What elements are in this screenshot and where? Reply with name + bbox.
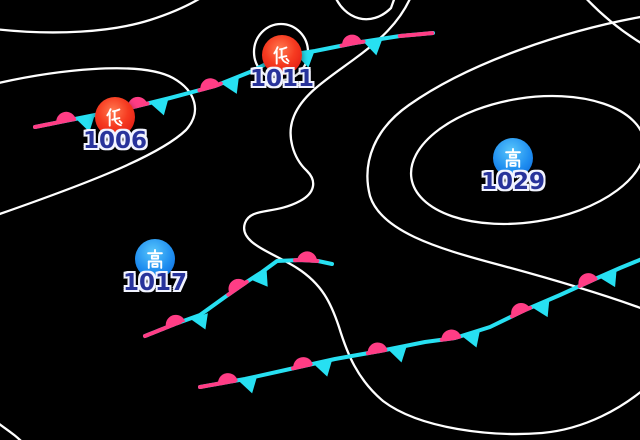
cold-front-triangle	[600, 270, 617, 288]
isobar	[366, 15, 640, 310]
cold-front-triangle	[191, 313, 208, 330]
warm-front-semicircle	[441, 329, 462, 341]
cold-front-triangle	[251, 270, 268, 287]
cold-front-triangle	[76, 116, 95, 132]
isobar	[0, 423, 22, 440]
warm-front-semicircle	[228, 278, 247, 295]
isobar	[335, 0, 396, 21]
cold-front-triangle	[222, 77, 239, 94]
warm-front-semicircle	[218, 373, 238, 385]
isobar	[0, 0, 200, 34]
isobar	[586, 0, 640, 44]
warm-front-semicircle	[200, 78, 221, 91]
cold-front-triangle	[532, 300, 550, 318]
warm-front-semicircle	[56, 111, 77, 124]
pressure-marker-high-1029	[493, 138, 533, 178]
isobar	[409, 94, 640, 226]
pressure-marker-low-1006	[95, 97, 135, 137]
warm-front-semicircle	[578, 273, 598, 288]
stationary-front-south	[198, 257, 640, 394]
pressure-value-label: 1011	[249, 66, 315, 92]
warm-front-semicircle	[165, 314, 186, 329]
pressure-value-label: 1006	[82, 128, 148, 154]
cold-front-triangle	[239, 377, 257, 394]
pressure-marker-low-1011	[262, 35, 302, 75]
pressure-value-label: 1017	[122, 270, 188, 296]
isobar	[0, 67, 197, 216]
pressure-value-label: 1029	[480, 169, 546, 195]
warm-front-semicircle	[367, 342, 388, 355]
low-kanji-icon	[273, 46, 290, 65]
cold-front-triangle	[314, 360, 332, 377]
isobar	[242, 0, 640, 436]
warm-front-semicircle	[342, 34, 362, 47]
cold-front-triangle	[150, 99, 169, 116]
low-kanji-icon	[106, 108, 123, 127]
warm-front-semicircle	[511, 303, 531, 318]
warm-front-semicircle	[293, 357, 313, 370]
high-kanji-icon	[147, 249, 163, 269]
front-layer	[33, 31, 640, 394]
cold-front-triangle	[364, 39, 383, 56]
pressure-marker-high-1017	[135, 239, 175, 279]
warm-front-semicircle	[297, 251, 318, 262]
high-kanji-icon	[505, 148, 521, 168]
cold-front-triangle	[462, 331, 480, 348]
warm-front-semicircle	[127, 96, 148, 110]
stationary-front-central	[143, 251, 334, 338]
warm-front-segment	[397, 31, 435, 38]
cold-front-triangle	[388, 346, 407, 363]
